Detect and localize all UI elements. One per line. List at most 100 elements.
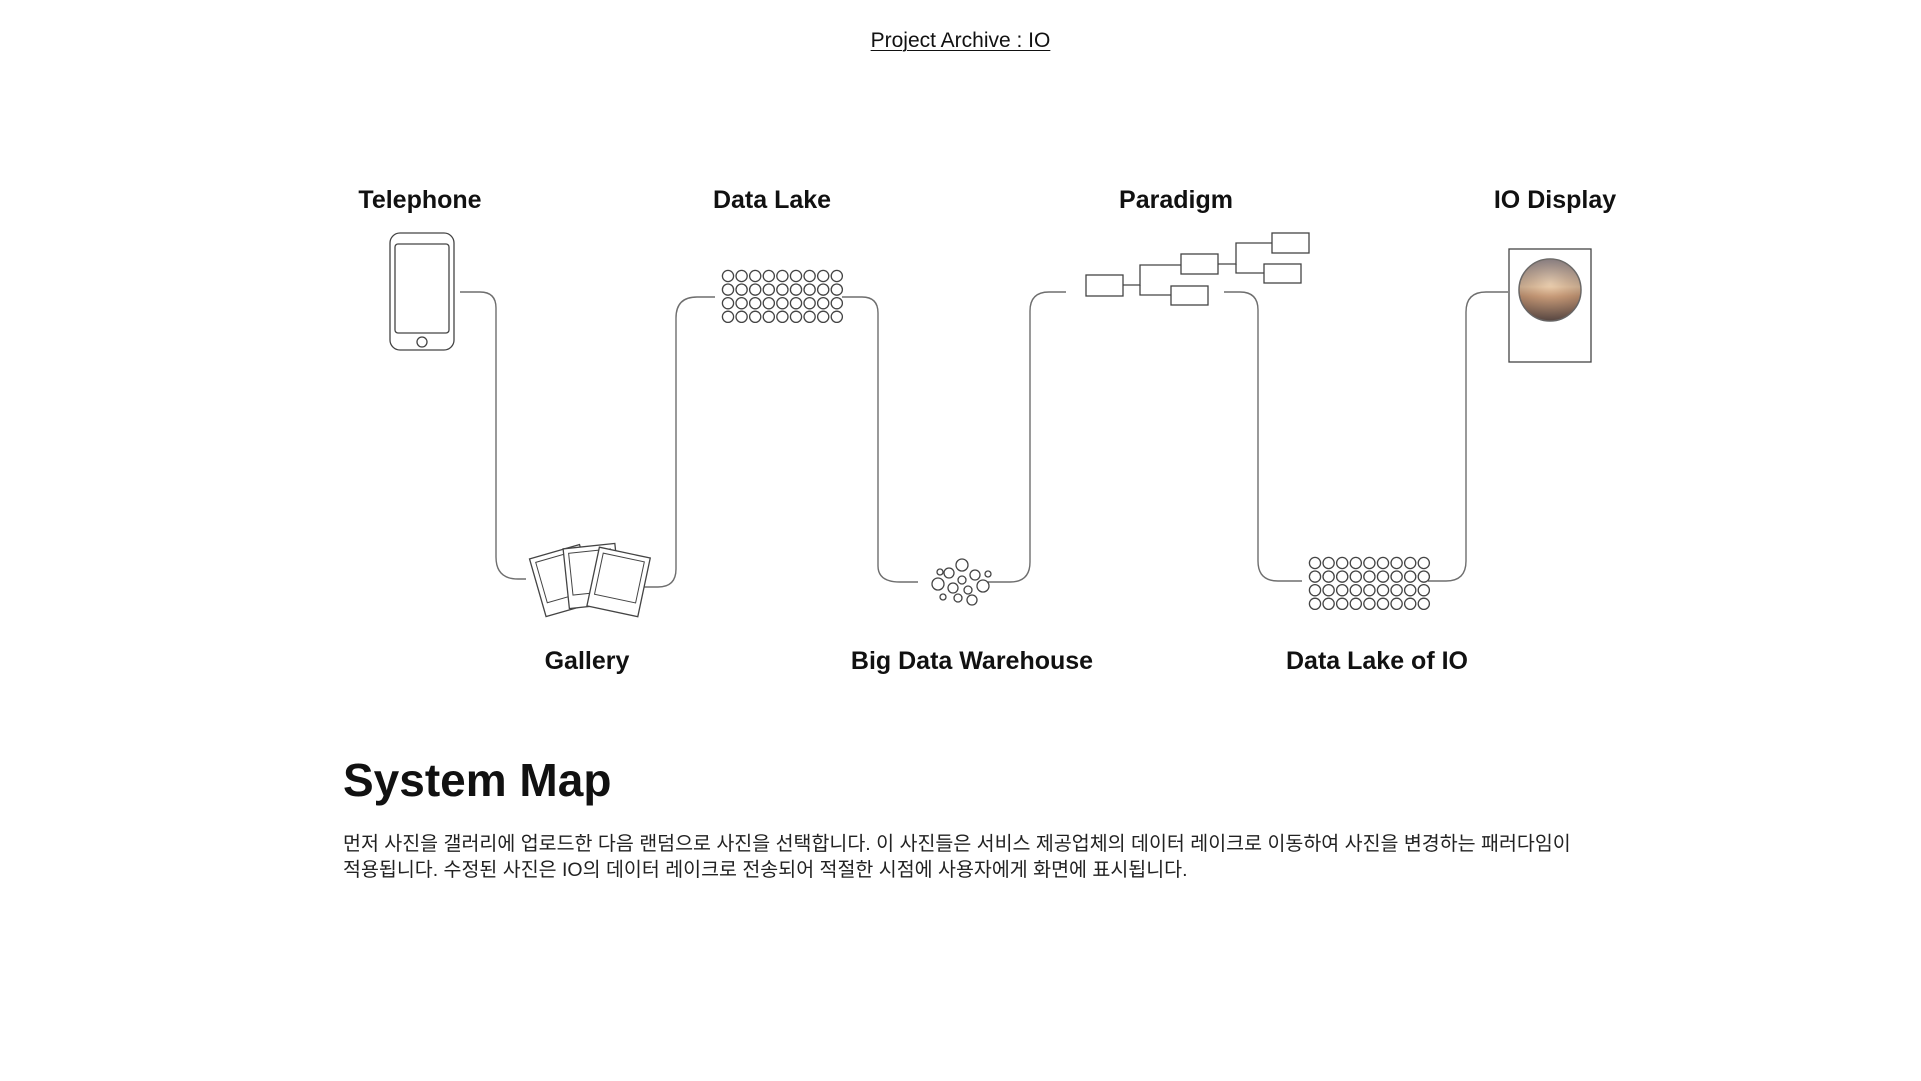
grid-circle bbox=[748, 283, 762, 296]
project-archive-link[interactable]: Project Archive : IO bbox=[870, 29, 1051, 52]
grid-circle bbox=[789, 310, 803, 324]
flow-data-lake-to-warehouse bbox=[842, 296, 918, 583]
node-label-paradigm: Paradigm bbox=[1119, 186, 1233, 214]
grid-circle bbox=[1376, 597, 1390, 611]
grid-circle bbox=[1376, 570, 1390, 583]
grid-circle bbox=[1417, 556, 1431, 570]
section-title: System Map bbox=[343, 754, 612, 806]
grid-circle bbox=[1308, 597, 1322, 611]
flow-paradigm-to-data-lake-of-io bbox=[1224, 291, 1302, 582]
grid-circle bbox=[748, 310, 762, 324]
grid-circle bbox=[1390, 556, 1403, 570]
description-line-1: 먼저 사진을 갤러리에 업로드한 다음 랜덤으로 사진을 선택합니다. 이 사진… bbox=[343, 833, 1571, 855]
grid-circle bbox=[803, 269, 816, 283]
project-archive-header: Project Archive : IO bbox=[0, 28, 1921, 54]
grid-circle bbox=[776, 283, 789, 296]
grid-circle bbox=[1363, 583, 1376, 597]
grid-circle bbox=[721, 283, 735, 296]
photo-stack-icon bbox=[528, 542, 652, 618]
node-label-data-lake-of-io: Data Lake of IO bbox=[1286, 647, 1468, 675]
grid-circle bbox=[1322, 597, 1335, 611]
grid-circle bbox=[1417, 597, 1431, 611]
description-line-2: 적용됩니다. 수정된 사진은 IO의 데이터 레이크로 전송되어 적절한 시점에… bbox=[343, 859, 1188, 881]
node-label-telephone: Telephone bbox=[358, 186, 481, 214]
grid-circle bbox=[1335, 556, 1349, 570]
flow-data-lake-of-io-to-display bbox=[1428, 291, 1508, 582]
grid-circle bbox=[1376, 556, 1390, 570]
grid-circle bbox=[830, 283, 844, 296]
node-label-gallery: Gallery bbox=[545, 647, 630, 675]
system-map-description: 먼저 사진을 갤러리에 업로드한 다음 랜덤으로 사진을 선택합니다. 이 사진… bbox=[343, 831, 1593, 883]
grid-circle bbox=[721, 296, 735, 310]
node-label-io-display: IO Display bbox=[1494, 186, 1616, 214]
flow-warehouse-to-paradigm bbox=[988, 291, 1066, 583]
grid-circle bbox=[1390, 570, 1403, 583]
grid-circle bbox=[748, 296, 762, 310]
grid-circle bbox=[1349, 570, 1363, 583]
circle-cluster-icon bbox=[931, 558, 992, 606]
grid-circle bbox=[776, 310, 789, 324]
grid-circle bbox=[1349, 556, 1363, 570]
system-map-diagram: Telephone Gallery Data Lake Big Data War… bbox=[358, 186, 1616, 675]
grid-circle bbox=[762, 310, 776, 324]
grid-circle bbox=[1335, 583, 1349, 597]
grid-circle bbox=[1335, 570, 1349, 583]
grid-circle bbox=[1417, 583, 1431, 597]
grid-circle bbox=[735, 310, 748, 324]
grid-circle bbox=[1417, 570, 1431, 583]
flow-gallery-to-data-lake bbox=[639, 296, 715, 588]
flow-connectors bbox=[460, 291, 1508, 588]
grid-circle bbox=[1308, 556, 1322, 570]
grid-circle bbox=[816, 296, 830, 310]
grid-circle bbox=[1308, 583, 1322, 597]
grid-circle bbox=[1363, 597, 1376, 611]
tree-boxes-icon bbox=[1085, 232, 1310, 306]
grid-circle bbox=[1390, 597, 1403, 611]
grid-circle bbox=[762, 296, 776, 310]
grid-circle bbox=[816, 269, 830, 283]
grid-circle bbox=[803, 296, 816, 310]
grid-circle bbox=[1363, 570, 1376, 583]
node-label-data-lake: Data Lake bbox=[713, 186, 831, 214]
grid-circle bbox=[789, 269, 803, 283]
grid-circle bbox=[776, 296, 789, 310]
grid-circle bbox=[735, 296, 748, 310]
grid-circle bbox=[1322, 556, 1335, 570]
grid-circle bbox=[1403, 570, 1417, 583]
grid-circle bbox=[1376, 583, 1390, 597]
grid-circle bbox=[1322, 570, 1335, 583]
grid-circle bbox=[816, 310, 830, 324]
grid-circle bbox=[762, 283, 776, 296]
flow-telephone-to-gallery bbox=[460, 291, 526, 580]
grid-circle bbox=[748, 269, 762, 283]
grid-circle bbox=[830, 296, 844, 310]
grid-circle bbox=[1363, 556, 1376, 570]
grid-circle bbox=[789, 283, 803, 296]
grid-circle bbox=[789, 296, 803, 310]
grid-circle bbox=[1349, 597, 1363, 611]
node-label-big-data-warehouse: Big Data Warehouse bbox=[851, 647, 1093, 675]
grid-circle bbox=[1322, 583, 1335, 597]
grid-circle bbox=[803, 283, 816, 296]
grid-circle bbox=[735, 269, 748, 283]
grid-circle bbox=[816, 283, 830, 296]
grid-circle bbox=[1403, 597, 1417, 611]
grid-circle bbox=[803, 310, 816, 324]
grid-circle bbox=[1390, 583, 1403, 597]
circle-grid-icon bbox=[721, 269, 844, 324]
smartphone-icon bbox=[389, 232, 455, 351]
grid-circle bbox=[721, 269, 735, 283]
grid-circle bbox=[762, 269, 776, 283]
grid-circle bbox=[830, 310, 844, 324]
grid-circle bbox=[735, 283, 748, 296]
grid-circle bbox=[776, 269, 789, 283]
circle-grid-io-icon bbox=[1308, 556, 1431, 611]
grid-circle bbox=[1308, 570, 1322, 583]
grid-circle bbox=[1335, 597, 1349, 611]
framed-display-icon bbox=[1508, 248, 1592, 363]
grid-circle bbox=[1403, 583, 1417, 597]
grid-circle bbox=[721, 310, 735, 324]
grid-circle bbox=[1349, 583, 1363, 597]
grid-circle bbox=[830, 269, 844, 283]
grid-circle bbox=[1403, 556, 1417, 570]
